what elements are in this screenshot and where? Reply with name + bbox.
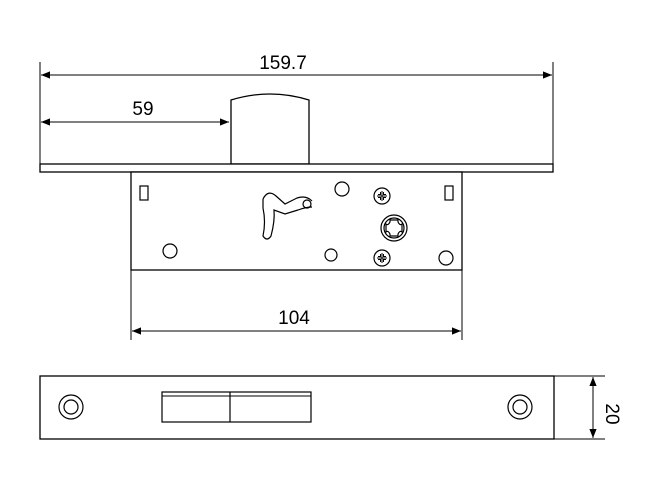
overall-length-label: 159.7 (259, 53, 307, 74)
hook-bolt-profile (230, 93, 310, 165)
bolt-opening (161, 391, 312, 423)
faceplate (39, 375, 555, 440)
faceplate-width-label: 20 (601, 403, 622, 424)
screw-hole-right (507, 394, 533, 420)
screw-bottom (373, 249, 391, 267)
screw-hole-left (58, 394, 84, 420)
hole-left (162, 243, 178, 259)
faceplate-edge (39, 163, 554, 173)
dimension-faceplate-width: 20 (554, 375, 622, 440)
hole-center (324, 248, 338, 262)
dimension-backset: 59 (41, 99, 229, 126)
slot-right (444, 185, 454, 201)
screw-top (373, 187, 391, 205)
hole-right (438, 250, 454, 266)
dimension-overall-length: 159.7 (39, 53, 554, 165)
lock-top-view (39, 93, 554, 271)
spindle-hub (380, 214, 408, 242)
case-length-label: 104 (278, 308, 310, 329)
hole-top (334, 181, 350, 197)
lock-case-body (130, 171, 463, 271)
backset-label: 59 (132, 99, 153, 120)
lever-pin (302, 199, 312, 209)
dimension-case-length: 104 (130, 270, 463, 340)
slot-left (139, 185, 149, 201)
faceplate-front-view (39, 375, 555, 440)
hook-lever (262, 192, 313, 240)
